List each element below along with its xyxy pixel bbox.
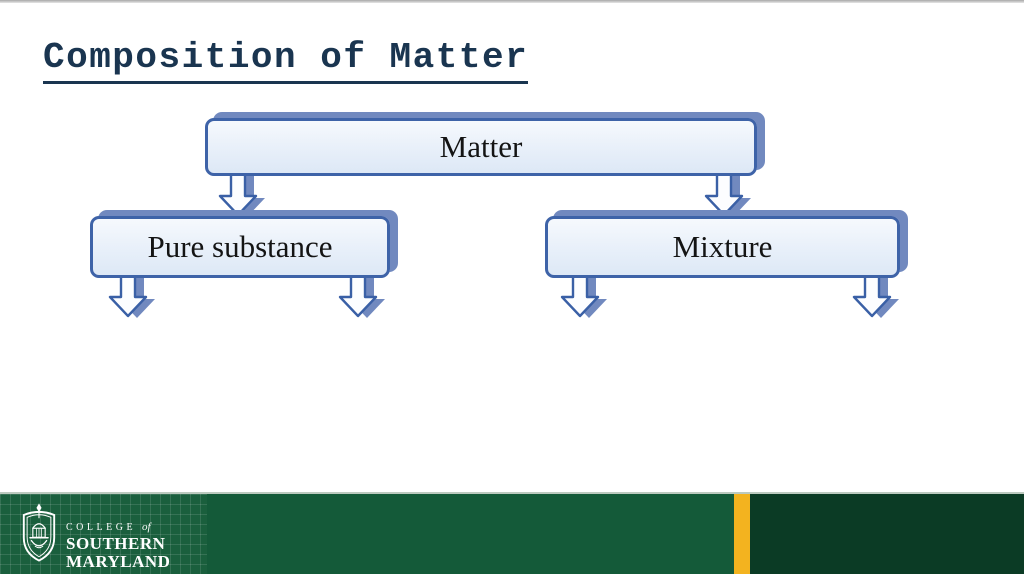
footer-dark-green-section [750,494,1024,574]
down-arrow-icon [560,271,607,318]
footer-grid-section: COLLEGE of SOUTHERN MARYLAND [0,494,207,574]
college-logo-text: COLLEGE of SOUTHERN MARYLAND [66,502,171,571]
node-matter-label: Matter [439,129,523,164]
node-mixture: Mixture [545,216,900,278]
logo-southern-line: SOUTHERN [66,534,166,553]
slide-top-border [0,0,1024,3]
down-arrow-icon [852,271,899,318]
shield-cupola-icon [22,503,56,562]
node-pure-substance-label: Pure substance [147,229,333,264]
down-arrow-icon [218,170,265,217]
footer-gold-stripe [734,494,750,574]
node-mixture-label: Mixture [672,229,773,264]
slide-title: Composition of Matter [43,38,529,84]
logo-college-line: COLLEGE of [66,521,151,533]
down-arrow-icon [704,170,751,217]
node-matter: Matter [205,118,757,176]
footer-green-section [207,494,734,574]
down-arrow-icon [108,271,155,318]
slide-footer: COLLEGE of SOUTHERN MARYLAND [0,492,1024,574]
college-logo: COLLEGE of SOUTHERN MARYLAND [20,502,171,571]
down-arrow-icon [338,271,385,318]
logo-maryland-line: MARYLAND [66,552,171,571]
node-pure-substance: Pure substance [90,216,390,278]
